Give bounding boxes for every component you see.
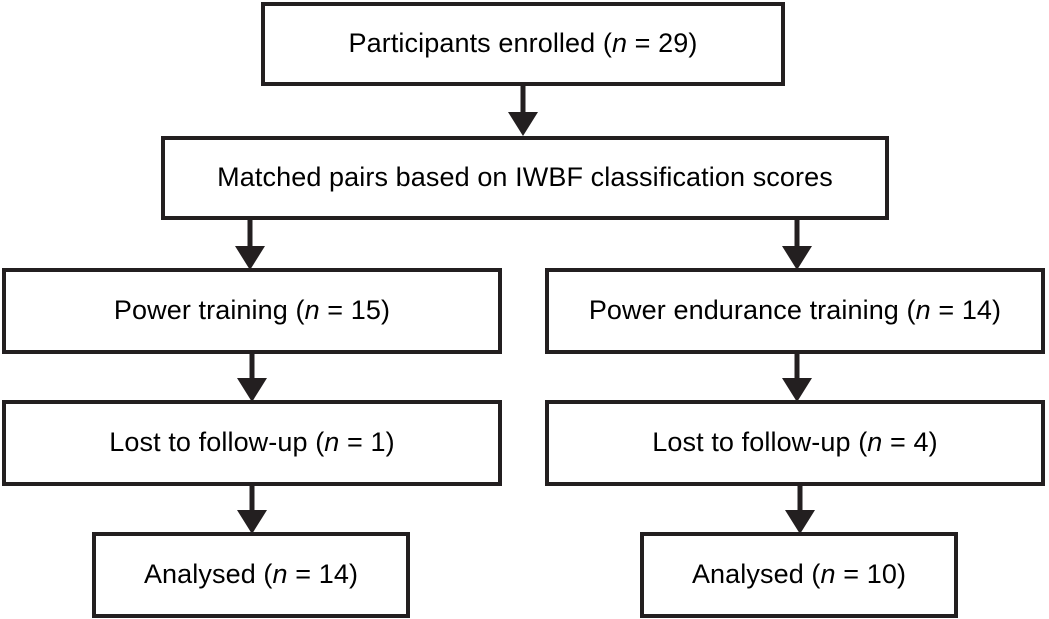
arrow-stem <box>249 353 255 381</box>
arrow-head-icon <box>235 246 265 270</box>
arrow-stem <box>247 219 253 249</box>
sample-size-variable: n <box>272 559 288 590</box>
arrow-lost-to-follow-up-to-analysed-left <box>237 485 267 534</box>
node-analysed-power-training: Analysed (n = 14) <box>92 532 410 618</box>
arrow-matched-pairs-to-power-endurance-training <box>782 219 812 270</box>
arrow-power-endurance-training-to-lost-to-follow-up <box>782 353 812 402</box>
arrow-stem <box>797 485 803 513</box>
node-matched-pairs-label: Matched pairs based on IWBF classificati… <box>217 162 833 193</box>
node-lost-to-follow-up-power-endurance: Lost to follow-up (n = 4) <box>545 400 1045 486</box>
arrow-head-icon <box>237 510 267 534</box>
arrow-stem <box>520 85 526 115</box>
arrow-stem <box>249 485 255 513</box>
arrow-enrolled-to-matched-pairs <box>508 85 538 136</box>
sample-size-variable: n <box>324 427 340 458</box>
node-power-training-label: Power training (n = 15) <box>113 295 391 326</box>
node-power-endurance-training-label: Power endurance training (n = 14) <box>588 295 1002 326</box>
arrow-head-icon <box>785 510 815 534</box>
node-participants-enrolled-label: Participants enrolled (n = 29) <box>348 28 698 59</box>
node-lost-to-follow-up-power-training: Lost to follow-up (n = 1) <box>2 400 502 486</box>
arrow-stem <box>794 219 800 249</box>
arrow-lost-to-follow-up-to-analysed-right <box>785 485 815 534</box>
node-participants-enrolled: Participants enrolled (n = 29) <box>261 2 785 86</box>
node-power-endurance-training: Power endurance training (n = 14) <box>545 268 1045 354</box>
sample-size-variable: n <box>915 295 931 326</box>
arrow-stem <box>794 353 800 381</box>
node-analysed-power-training-label: Analysed (n = 14) <box>143 559 359 590</box>
arrow-head-icon <box>782 246 812 270</box>
node-matched-pairs: Matched pairs based on IWBF classificati… <box>161 136 889 220</box>
arrow-power-training-to-lost-to-follow-up <box>237 353 267 402</box>
arrow-head-icon <box>508 112 538 136</box>
arrow-matched-pairs-to-power-training <box>235 219 265 270</box>
sample-size-variable: n <box>611 28 628 59</box>
arrow-head-icon <box>782 378 812 402</box>
node-lost-to-follow-up-power-training-label: Lost to follow-up (n = 1) <box>109 427 395 458</box>
sample-size-variable: n <box>867 427 883 458</box>
arrow-head-icon <box>237 378 267 402</box>
node-analysed-power-endurance: Analysed (n = 10) <box>640 532 958 618</box>
node-lost-to-follow-up-power-endurance-label: Lost to follow-up (n = 4) <box>652 427 938 458</box>
sample-size-variable: n <box>304 295 320 326</box>
node-power-training: Power training (n = 15) <box>2 268 502 354</box>
sample-size-variable: n <box>820 559 836 590</box>
node-analysed-power-endurance-label: Analysed (n = 10) <box>691 559 907 590</box>
